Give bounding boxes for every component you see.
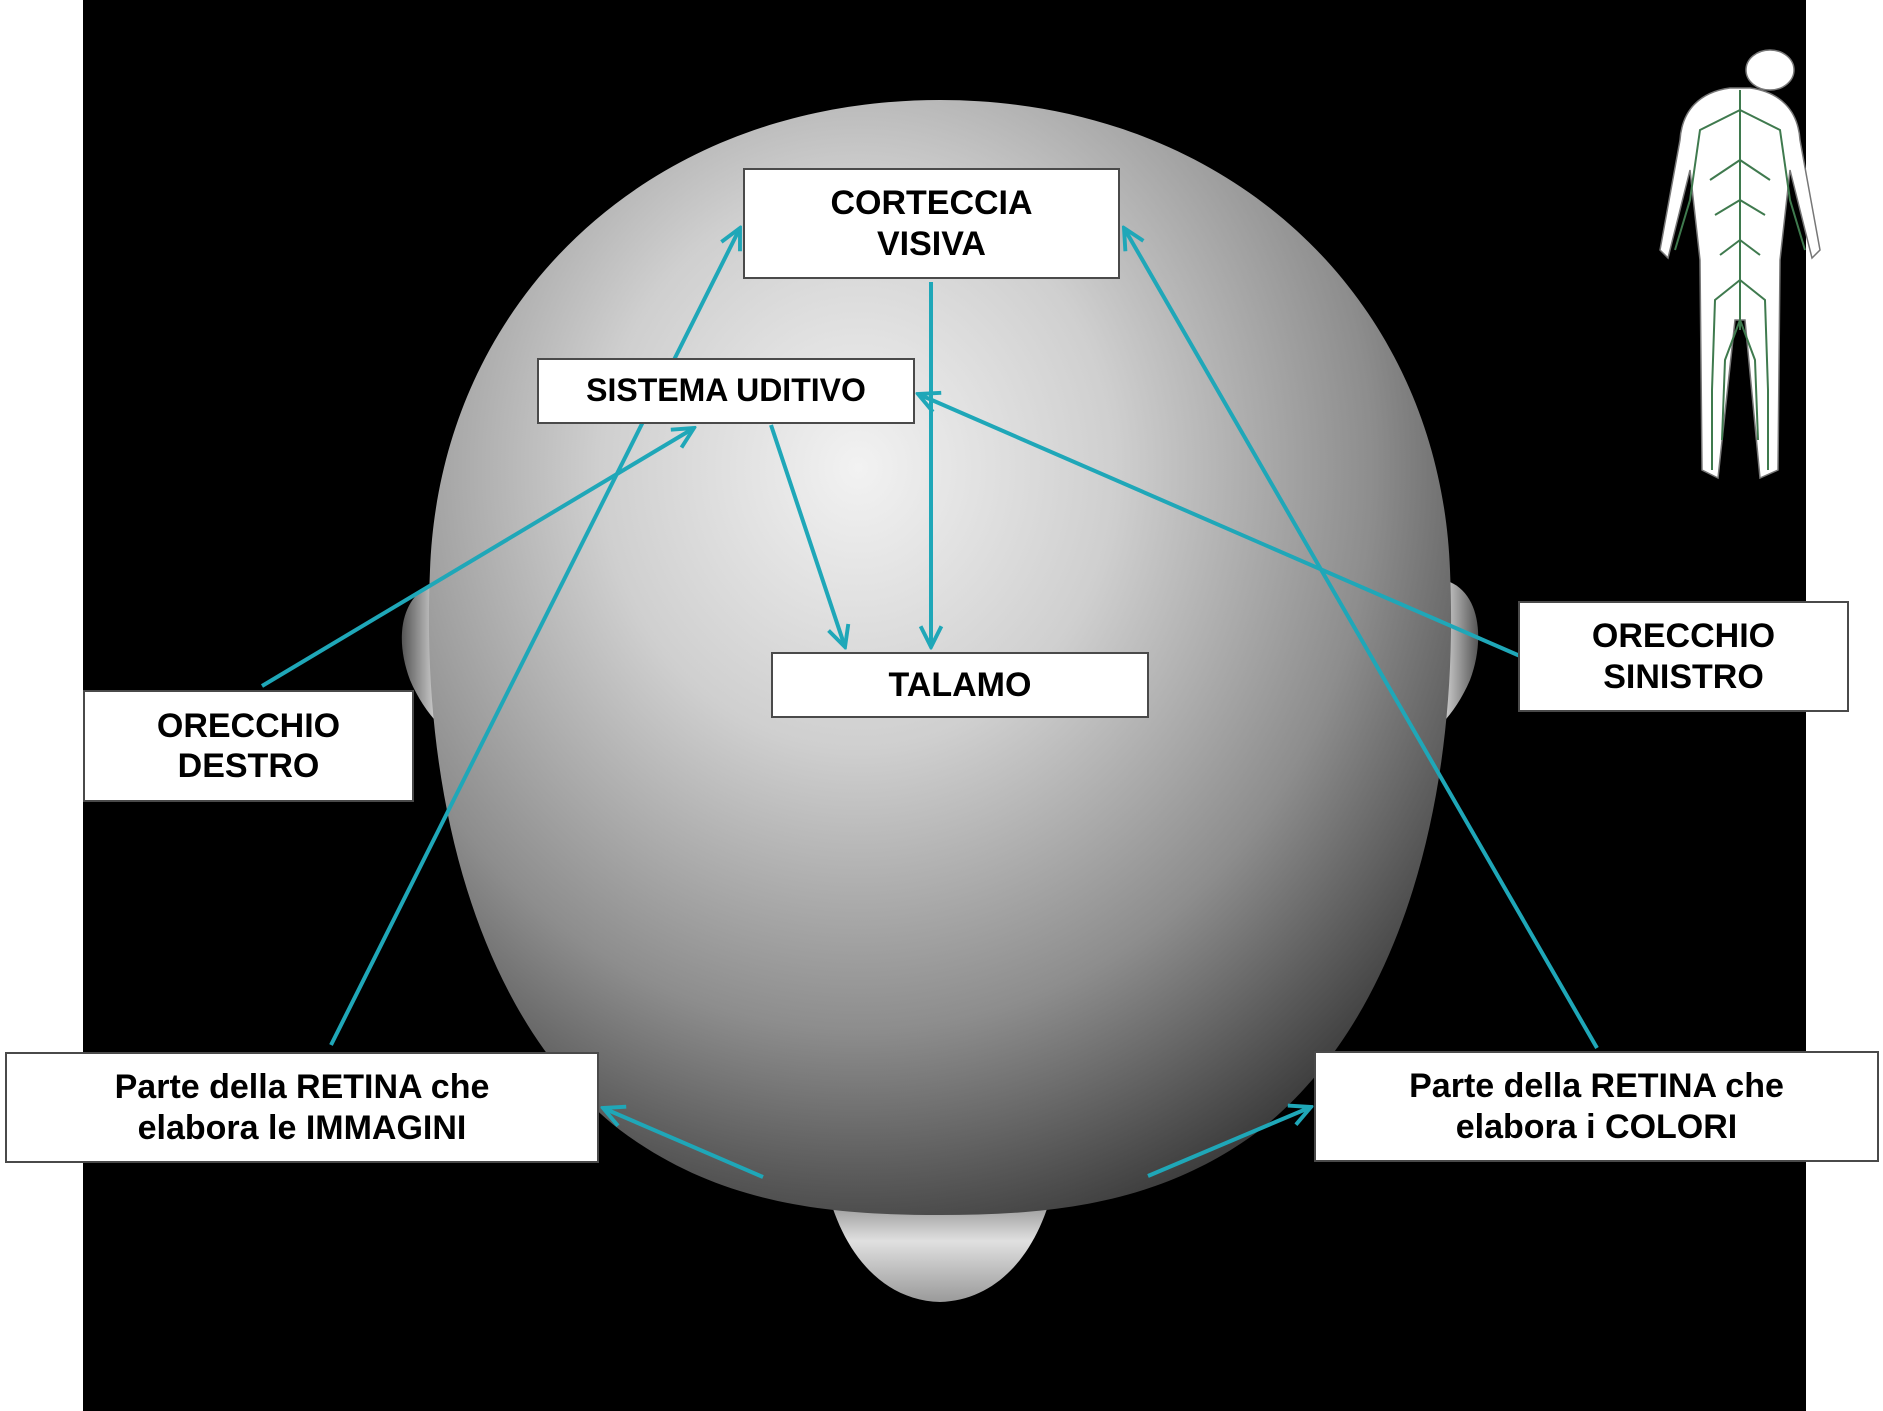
label-retina-immagini: Parte della RETINA che elabora le IMMAGI…	[5, 1052, 599, 1163]
label-orecchio-sinistro: ORECCHIO SINISTRO	[1518, 601, 1849, 712]
label-corteccia-visiva: CORTECCIA VISIVA	[743, 168, 1120, 279]
label-talamo: TALAMO	[771, 652, 1149, 718]
nervous-system-icon	[1660, 50, 1820, 478]
label-orecchio-destro: ORECCHIO DESTRO	[83, 690, 414, 802]
label-retina-colori: Parte della RETINA che elabora i COLORI	[1314, 1051, 1879, 1162]
label-sistema-uditivo: SISTEMA UDITIVO	[537, 358, 915, 424]
